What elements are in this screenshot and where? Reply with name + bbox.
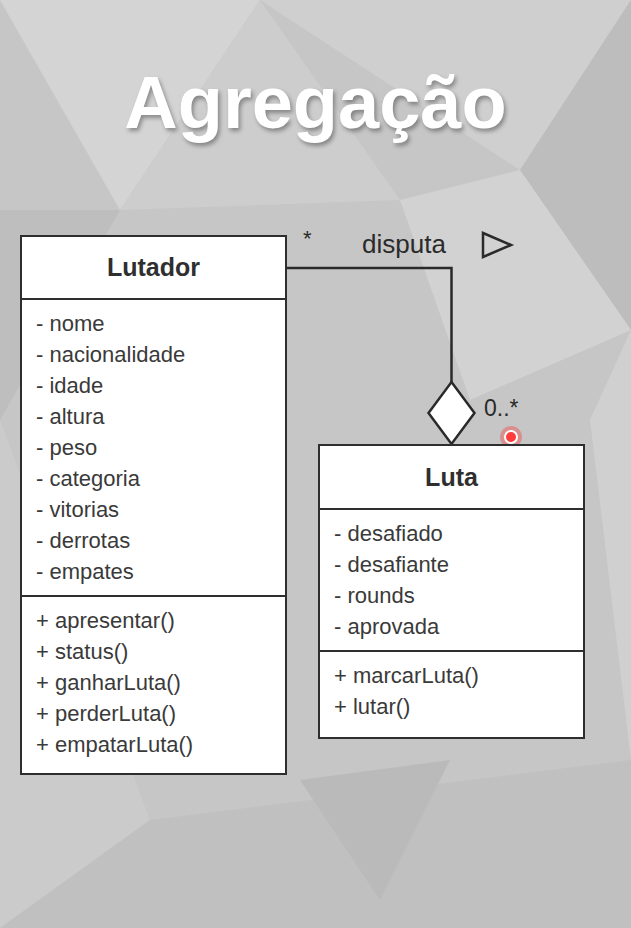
attribute: - categoria (36, 463, 275, 494)
attributes-section: - desafiado- desafiante- rounds- aprovad… (320, 510, 583, 652)
method: + empatarLuta() (36, 729, 275, 760)
method: + apresentar() (36, 605, 275, 636)
method: + marcarLuta() (334, 660, 573, 691)
methods-section: + apresentar()+ status()+ ganharLuta()+ … (22, 597, 285, 773)
attribute: - idade (36, 370, 275, 401)
class-name: Luta (425, 463, 478, 492)
aggregation-connector (287, 268, 475, 444)
attribute: - rounds (334, 580, 573, 611)
method: + lutar() (334, 691, 573, 722)
attribute: - peso (36, 432, 275, 463)
attribute: - nacionalidade (36, 339, 275, 370)
attribute: - desafiado (334, 518, 573, 549)
multiplicity: * (303, 226, 312, 252)
uml-class-box: Luta - desafiado- desafiante- rounds- apr… (318, 444, 585, 739)
attributes-section: - nome- nacionalidade- idade- altura- pe… (22, 300, 285, 597)
attribute: - empates (36, 556, 275, 587)
association-name: disputa (362, 229, 446, 260)
attribute: - aprovada (334, 611, 573, 642)
attribute: - altura (36, 401, 275, 432)
attribute: - vitorias (36, 494, 275, 525)
multiplicity: 0..* (484, 395, 519, 422)
uml-class-box: Lutador - nome- nacionalidade- idade- alt… (20, 235, 287, 775)
method: + ganharLuta() (36, 667, 275, 698)
direction-triangle (483, 233, 511, 257)
class-name: Lutador (107, 253, 200, 282)
class-header: Luta (320, 446, 583, 510)
method: + status() (36, 636, 275, 667)
method: + perderLuta() (36, 698, 275, 729)
pointer-dot (505, 431, 517, 443)
attribute: - desafiante (334, 549, 573, 580)
class-header: Lutador (22, 237, 285, 300)
attribute: - nome (36, 308, 275, 339)
methods-section: + marcarLuta()+ lutar() (320, 652, 583, 737)
attribute: - derrotas (36, 525, 275, 556)
diagram-title: Agregação (0, 60, 631, 145)
